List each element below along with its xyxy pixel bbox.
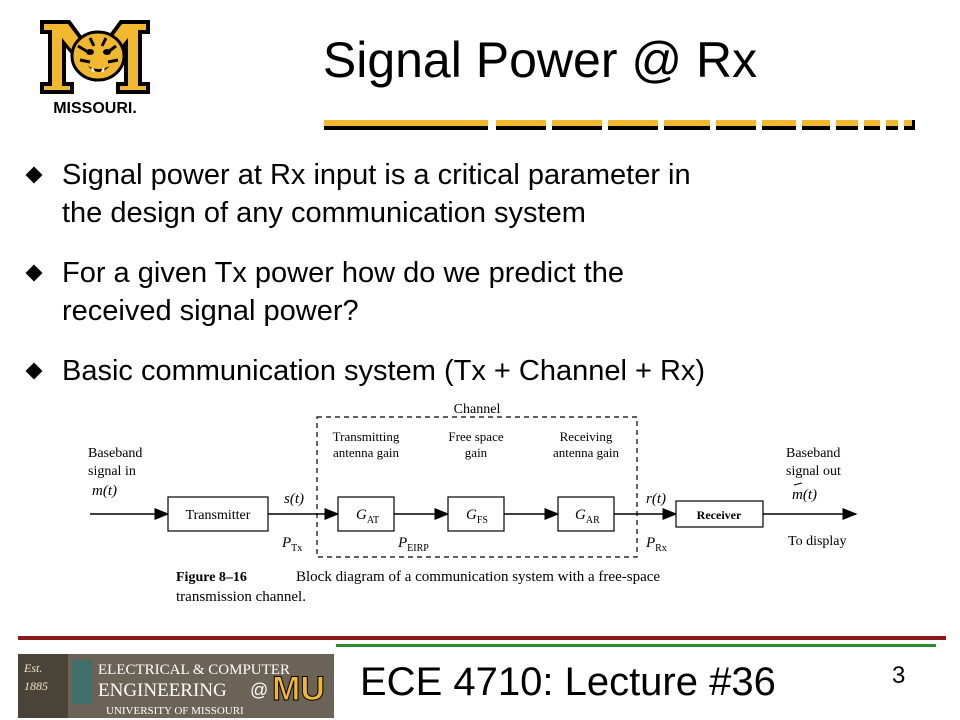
tx-signal: s(t) (284, 491, 304, 507)
bullet-line: For a given Tx power how do we predict t… (62, 257, 625, 289)
receiver-label: Receiver (697, 508, 742, 522)
tx-power: PTx (281, 535, 302, 554)
gfs-title: gain (465, 445, 488, 460)
gar-label: GAR (575, 507, 600, 526)
block-diagram: Channel Baseband signal in m(t) Transmit… (88, 402, 858, 605)
channel-label: Channel (454, 402, 501, 417)
rx-signal: r(t) (646, 491, 666, 507)
bullet-diamond-icon (25, 362, 43, 380)
logo-at: @ (250, 680, 268, 700)
figure-caption-label: Figure 8–16 (176, 570, 247, 585)
output-tilde (793, 482, 803, 486)
rx-power: PRx (645, 535, 667, 554)
course-title: ECE 4710: Lecture #36 (360, 660, 776, 704)
bullet-diamond-icon (25, 264, 43, 282)
logo-mu: MU (272, 670, 325, 708)
logo-year: 1885 (24, 679, 48, 693)
logo-text: MISSOURI. (53, 100, 137, 117)
bullet-diamond-icon (25, 166, 43, 184)
input-label: Baseband (88, 446, 142, 461)
title-divider (0, 119, 960, 145)
output-label: signal out (786, 464, 841, 479)
gat-block (337, 496, 395, 532)
logo-line2: ENGINEERING (98, 680, 227, 701)
input-label: signal in (88, 464, 136, 479)
gat-label: GAT (356, 507, 379, 526)
input-signal: m(t) (92, 483, 117, 499)
gat-title: Transmitting (333, 429, 400, 444)
bullet-line: received signal power? (62, 295, 359, 327)
bullet-item: Basic communication system (Tx + Channel… (25, 352, 908, 390)
gar-block (557, 496, 615, 532)
gat-title: antenna gain (333, 445, 400, 460)
bullet-item: Signal power at Rx input is a critical p… (25, 156, 908, 232)
output-signal: m(t) (792, 487, 817, 503)
gar-title: antenna gain (553, 445, 620, 460)
gfs-title: Free space (448, 429, 503, 444)
channel-box (316, 416, 638, 558)
page-title: Signal Power @ Rx (322, 32, 758, 88)
receiver-block (675, 500, 764, 528)
bullet-line: Signal power at Rx input is a critical p… (62, 159, 691, 191)
output-label: Baseband (786, 446, 840, 461)
ece-mu-logo: Est. 1885 ELECTRICAL & COMPUTER ENGINEER… (18, 654, 334, 718)
bullet-line: Basic communication system (Tx + Channel… (62, 355, 706, 387)
logo-est: Est. (23, 661, 42, 675)
figure-caption: transmission channel. (176, 589, 306, 605)
gfs-label: GFS (466, 507, 488, 526)
transmitter-block (167, 496, 269, 532)
bullet-line: the design of any communication system (62, 197, 586, 229)
figure-caption: Block diagram of a communication system … (296, 569, 660, 585)
logo-line1: ELECTRICAL & COMPUTER (98, 662, 290, 678)
bullet-item: For a given Tx power how do we predict t… (25, 254, 908, 330)
gfs-block (447, 496, 505, 532)
missouri-logo: MISSOURI. (40, 20, 150, 117)
transmitter-label: Transmitter (186, 508, 251, 523)
logo-line3: UNIVERSITY OF MISSOURI (106, 705, 244, 717)
gar-title: Receiving (560, 429, 613, 444)
output-dest: To display (788, 534, 847, 549)
footer-divider (18, 636, 946, 647)
eirp-label: PEIRP (397, 535, 429, 554)
page-number: 3 (892, 662, 906, 689)
